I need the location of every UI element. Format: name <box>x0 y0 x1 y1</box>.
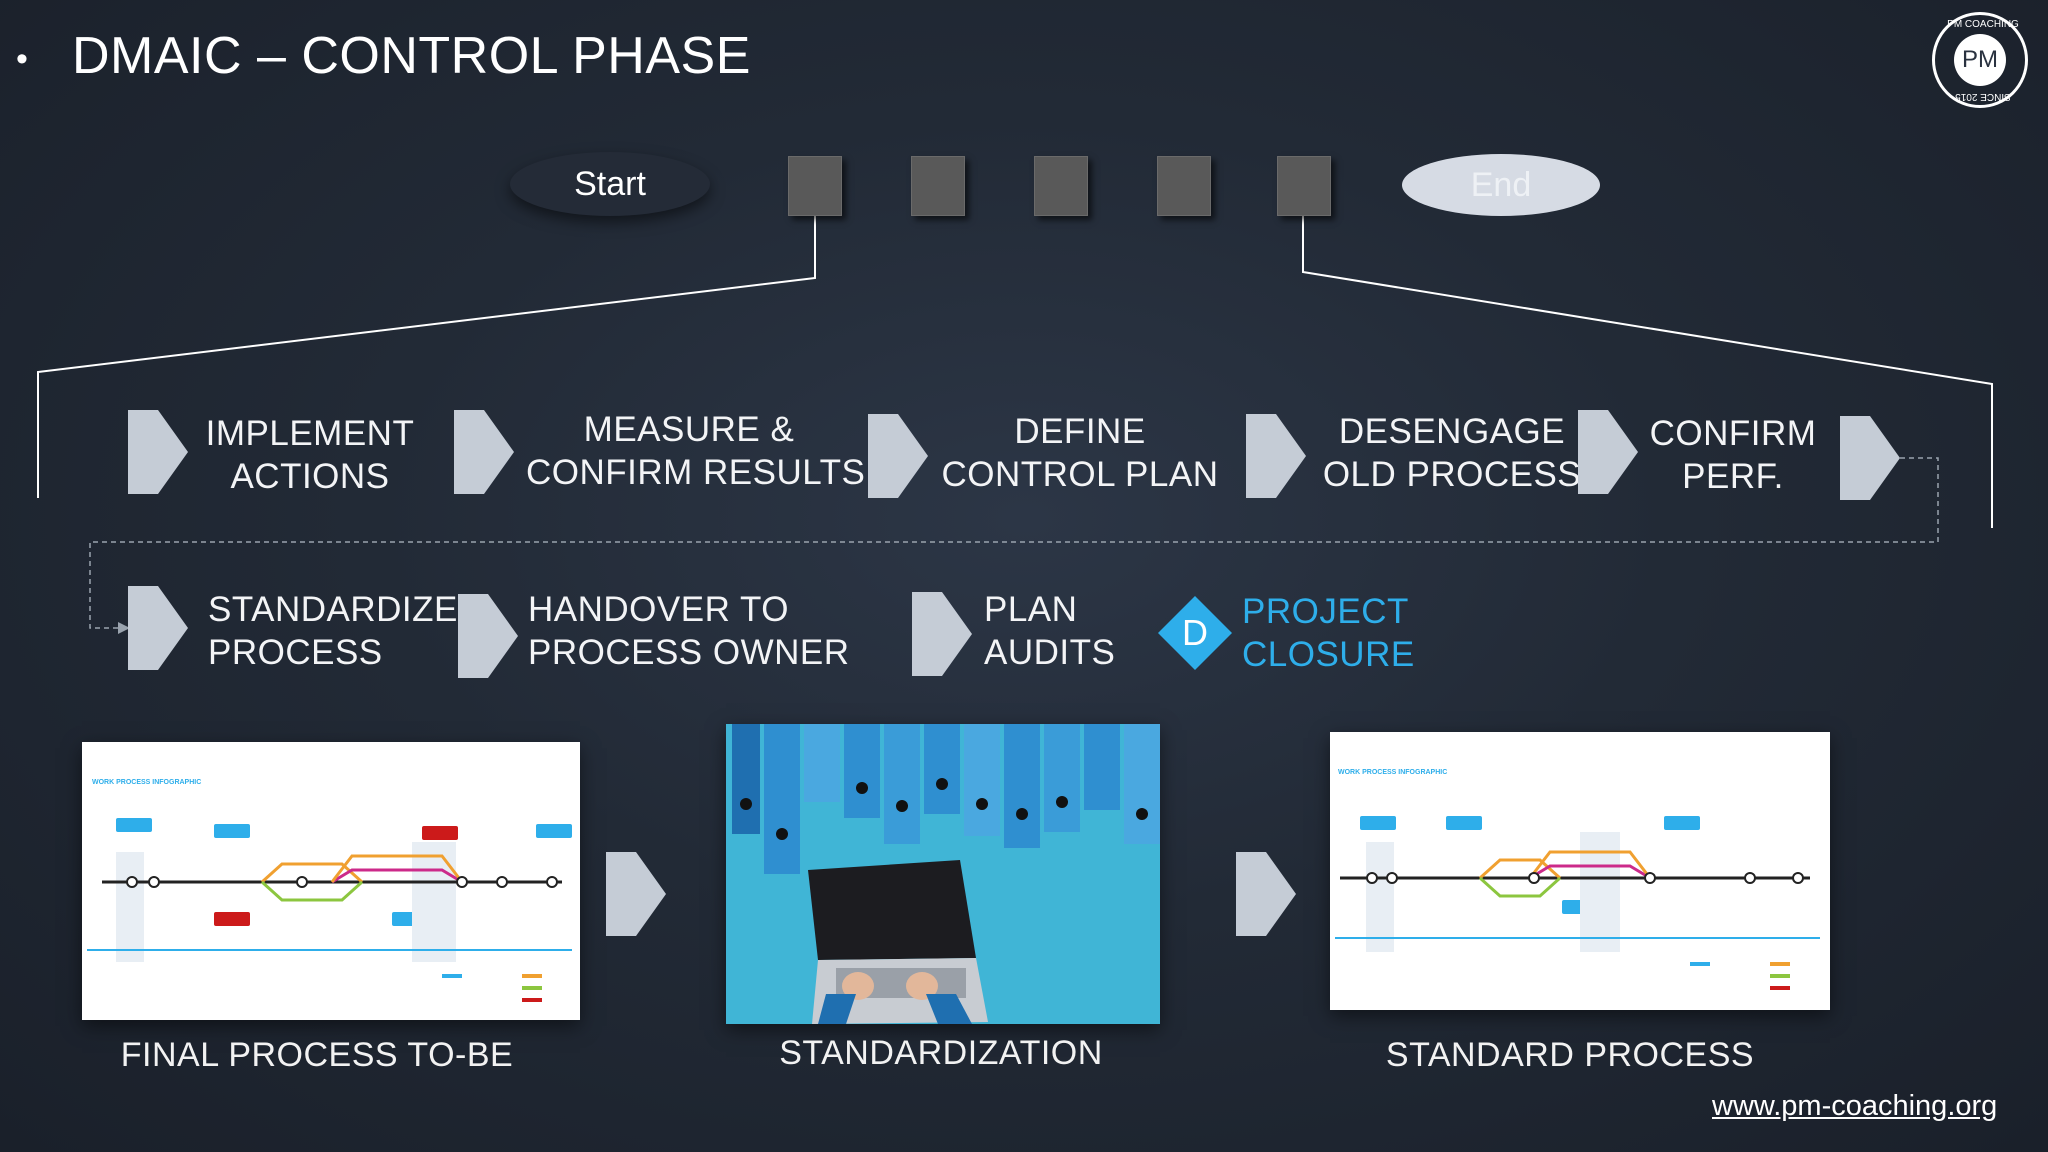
logo-top-text: PM COACHING <box>1947 19 2019 30</box>
diamond-d-icon <box>1158 596 1232 670</box>
chevron-arrow-icon <box>128 410 188 494</box>
final-process-infographic-image: WORK PROCESS INFOGRAPHIC <box>82 742 580 1020</box>
step-plan-audits: PLAN AUDITS <box>984 590 1116 672</box>
chevron-arrow-icon <box>1578 410 1638 494</box>
chevron-arrow-icon <box>606 852 666 936</box>
infographic-heading: WORK PROCESS INFOGRAPHIC <box>92 779 201 786</box>
pm-coaching-logo: PM COACHING PM SINCE 2015 <box>1932 12 2028 108</box>
process-box-2 <box>911 156 965 216</box>
diamond-d-letter: D <box>1182 612 1208 653</box>
caption-standardization: STANDARDIZATION <box>779 1034 1103 1072</box>
chevron-arrow-icon <box>1236 852 1296 936</box>
end-node: End <box>1402 154 1600 216</box>
step-desengage-old-process: DESENGAGE OLD PROCESS <box>1322 412 1582 494</box>
standard-process-infographic-image: WORK PROCESS INFOGRAPHIC <box>1330 732 1830 1010</box>
step-measure-confirm-results: MEASURE & CONFIRM RESULTS <box>526 410 866 492</box>
chevron-arrow-icon <box>912 592 972 676</box>
process-box-5 <box>1277 156 1331 216</box>
chevron-arrow-icon <box>458 594 518 678</box>
chevron-arrow-icon <box>128 586 188 670</box>
step-confirm-perf: CONFIRM PERF. <box>1649 414 1817 496</box>
standardization-photo <box>726 724 1160 1024</box>
caption-final-process: FINAL PROCESS TO-BE <box>120 1036 514 1074</box>
step-implement-actions: IMPLEMENT ACTIONS <box>205 414 415 496</box>
title-bullet: • <box>16 40 28 78</box>
step-project-closure: PROJECT CLOSURE <box>1242 592 1415 674</box>
page-title: DMAIC – CONTROL PHASE <box>72 27 751 85</box>
chevron-arrow-icon <box>868 414 928 498</box>
step-handover-process-owner: HANDOVER TO PROCESS OWNER <box>528 590 850 672</box>
caption-standard-process: STANDARD PROCESS <box>1385 1036 1755 1074</box>
process-box-1 <box>788 156 842 216</box>
chevron-arrow-icon <box>1840 416 1900 500</box>
chevron-arrow-icon <box>1246 414 1306 498</box>
process-box-4 <box>1157 156 1211 216</box>
start-node: Start <box>510 152 710 216</box>
infographic-heading: WORK PROCESS INFOGRAPHIC <box>1338 769 1447 776</box>
process-box-3 <box>1034 156 1088 216</box>
logo-center-text: PM <box>1954 34 2006 86</box>
chevron-arrow-icon <box>454 410 514 494</box>
website-link[interactable]: www.pm-coaching.org <box>1712 1090 1998 1122</box>
step-define-control-plan: DEFINE CONTROL PLAN <box>941 412 1219 494</box>
step-standardize-process: STANDARDIZE PROCESS <box>208 590 458 672</box>
